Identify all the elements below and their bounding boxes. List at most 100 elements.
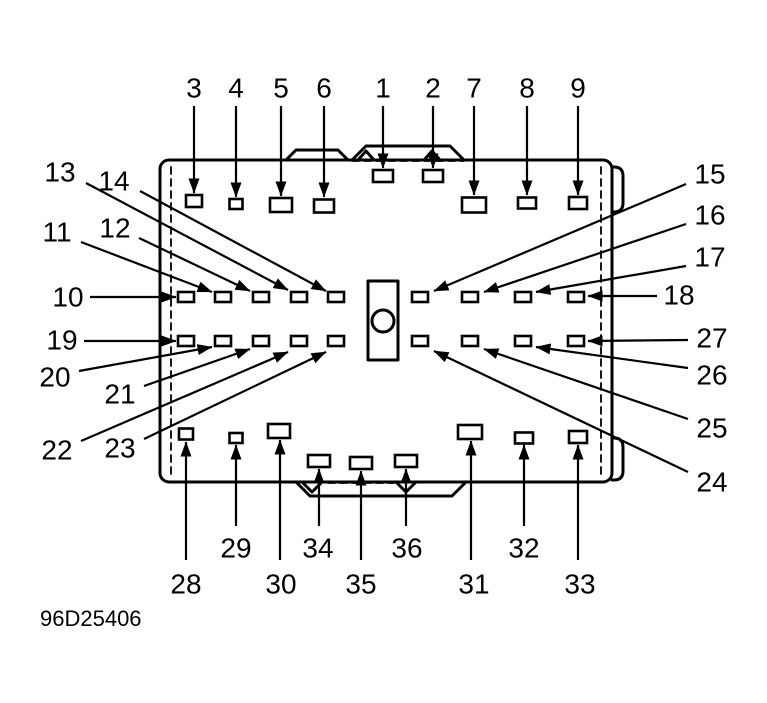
pin-12: [251, 290, 271, 304]
callout-label-21: 21: [104, 379, 135, 410]
pin-34: [306, 453, 332, 469]
callout-arrow-26: [535, 343, 689, 370]
callout-label-26: 26: [696, 360, 727, 391]
pin-29: [228, 431, 244, 445]
pin-21: [251, 334, 271, 348]
callout-arrow-21: [143, 347, 251, 388]
pin-36: [393, 453, 419, 469]
pin-27: [566, 334, 586, 348]
callout-label-7: 7: [466, 73, 482, 104]
pin-18: [566, 290, 586, 304]
pin-13: [289, 290, 309, 304]
callout-label-5: 5: [273, 73, 289, 104]
callout-arrow-16: [483, 222, 687, 294]
callout-label-18: 18: [663, 280, 694, 311]
callout-label-23: 23: [104, 433, 135, 464]
callout-label-20: 20: [39, 362, 70, 393]
callout-label-36: 36: [391, 533, 422, 564]
pin-7: [460, 196, 488, 214]
callout-label-11: 11: [42, 217, 71, 248]
pin-26: [513, 334, 533, 348]
pin-3: [184, 193, 204, 209]
callout-arrow-22: [80, 350, 289, 443]
pin-6: [312, 198, 336, 214]
connector-body: [158, 158, 614, 484]
callout-label-3: 3: [186, 73, 202, 104]
pin-8: [516, 196, 538, 210]
callout-arrow-14: [139, 190, 327, 292]
pin-5: [268, 196, 294, 214]
pin-35: [348, 455, 374, 471]
callout-label-19: 19: [46, 325, 77, 356]
callout-label-31: 31: [458, 569, 489, 600]
callout-arrow-17: [535, 264, 687, 295]
callout-arrow-23: [143, 351, 327, 440]
callout-arrow-13: [85, 182, 289, 291]
pin-17: [513, 290, 533, 304]
pin-19: [176, 334, 196, 348]
callout-label-24: 24: [696, 467, 727, 498]
pin-28: [177, 427, 195, 441]
pin-30: [266, 422, 292, 440]
callout-arrow-27: [587, 335, 689, 347]
callout-label-6: 6: [316, 73, 332, 104]
callout-label-16: 16: [694, 200, 725, 231]
callout-label-25: 25: [696, 413, 727, 444]
center-keyway-circle: [370, 308, 396, 334]
callout-label-34: 34: [302, 533, 333, 564]
callout-label-14: 14: [98, 166, 129, 197]
top-large-key: [350, 144, 466, 162]
callout-label-2: 2: [425, 73, 441, 104]
pin-33: [567, 429, 589, 445]
pin-25: [460, 334, 480, 348]
callout-label-33: 33: [564, 569, 595, 600]
callout-label-27: 27: [696, 323, 727, 354]
callout-arrow-11: [80, 240, 213, 294]
top-chevron-left: [356, 149, 376, 162]
callout-label-4: 4: [228, 73, 244, 104]
callout-label-12: 12: [99, 213, 130, 244]
right-upper-tab: [610, 165, 625, 214]
pins-layer: [176, 168, 589, 471]
center-keyway: [366, 279, 400, 362]
pin-11: [213, 290, 233, 304]
pin-23: [326, 334, 346, 348]
callout-label-8: 8: [519, 73, 535, 104]
callout-arrow-12: [138, 237, 251, 292]
callout-arrow-15: [433, 182, 687, 293]
pin-10: [176, 290, 196, 304]
callout-arrow-24: [433, 350, 689, 473]
pin-20: [213, 334, 233, 348]
callout-label-10: 10: [52, 282, 83, 313]
pin-15: [410, 290, 430, 304]
pin-2: [421, 168, 445, 184]
callout-arrow-25: [483, 347, 689, 421]
callout-label-29: 29: [220, 533, 251, 564]
callout-arrow-20: [78, 344, 213, 373]
top-small-key: [284, 148, 350, 162]
callout-label-1: 1: [375, 73, 391, 104]
right-lower-tab: [610, 436, 625, 482]
pin-9: [567, 195, 589, 211]
pin-22: [289, 334, 309, 348]
callout-label-32: 32: [508, 533, 539, 564]
callout-label-17: 17: [694, 242, 725, 273]
callout-label-15: 15: [694, 159, 725, 190]
pin-24: [410, 334, 430, 348]
callout-label-13: 13: [44, 157, 75, 188]
callout-label-35: 35: [345, 569, 376, 600]
callout-label-9: 9: [570, 73, 586, 104]
bottom-key: [294, 480, 468, 498]
pin-1: [371, 168, 395, 184]
callout-label-28: 28: [170, 569, 201, 600]
pin-31: [456, 423, 484, 441]
figure-code: 96D25406: [40, 606, 142, 631]
pin-16: [460, 290, 480, 304]
pin-4: [228, 197, 244, 211]
callout-label-22: 22: [41, 435, 72, 466]
callout-label-30: 30: [265, 569, 296, 600]
pin-14: [326, 290, 346, 304]
